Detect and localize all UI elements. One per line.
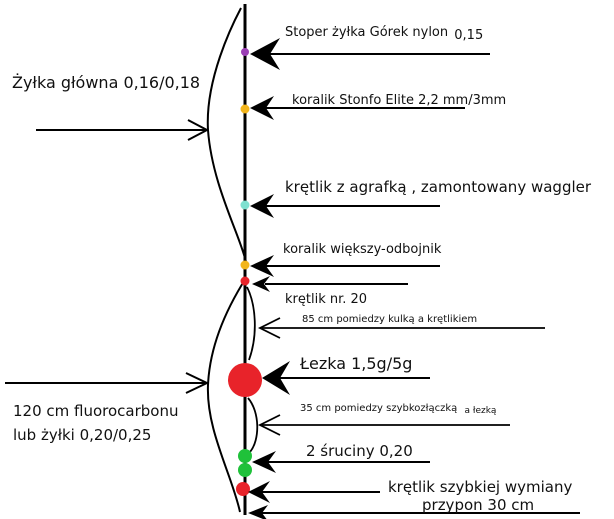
label-distance-35: 35 cm pomiedzy szybkozłączką a łezką	[300, 403, 497, 416]
arrow-weight	[262, 361, 430, 395]
label-distance-35-suffix: a łezką	[464, 406, 497, 416]
label-stoper-text: Stoper żyłka Górek nylon	[285, 25, 449, 40]
split-shot-1	[238, 449, 252, 463]
arrow-stoper	[250, 38, 490, 70]
label-distance-35-text: 35 cm pomiedzy szybkozłączką	[300, 403, 458, 414]
split-shot-2	[238, 463, 252, 477]
distance-35-arc	[247, 397, 259, 453]
quick-change-swivel	[236, 482, 250, 496]
arrow-odbojnik	[250, 255, 440, 277]
label-fluoro-2: lub żyłki 0,20/0,25	[13, 426, 152, 444]
label-main-line: Żyłka główna 0,16/0,18	[12, 73, 201, 92]
arrow-przypon	[248, 505, 580, 519]
label-swivel-20: krętlik nr. 20	[285, 292, 368, 307]
arrow-main-line-head	[187, 119, 210, 141]
arrow-split-shot	[252, 451, 430, 473]
label-weight: Łezka 1,5g/5g	[300, 354, 413, 373]
arrow-swivel-20	[252, 276, 408, 292]
distance-85-arc	[246, 286, 256, 361]
label-stonfo: koralik Stonfo Elite 2,2 mm/3mm	[292, 93, 507, 108]
label-quick-change: krętlik szybkiej wymiany	[388, 478, 573, 496]
label-distance-85: 85 cm pomiedzy kulką a krętlikiem	[302, 314, 478, 325]
label-stoper-size: 0,15	[454, 28, 484, 43]
arrow-quick-change	[248, 481, 380, 503]
arrow-fluoro-head	[185, 372, 210, 394]
label-split-shot: 2 śruciny 0,20	[306, 442, 413, 460]
arrow-stonfo	[250, 96, 465, 120]
label-przypon: przypon 30 cm	[422, 496, 535, 514]
odbojnik-bead	[240, 260, 250, 270]
label-odbojnik: koralik większy-odbojnik	[283, 242, 442, 257]
label-stoper: Stoper żyłka Górek nylon 0,15	[285, 25, 483, 42]
arrow-distance-35	[257, 414, 510, 436]
swivel-20-bead	[240, 276, 250, 286]
stonfo-bead	[240, 104, 250, 114]
fluoro-loop	[206, 277, 247, 513]
snap-swivel-bead	[240, 200, 250, 210]
weight-sinker	[228, 363, 262, 397]
main-line-loop	[206, 7, 247, 263]
label-fluoro-1: 120 cm fluorocarbonu	[13, 402, 179, 420]
label-snap-swivel: krętlik z agrafką , zamontowany waggler	[285, 178, 592, 196]
stoper-bead	[241, 48, 249, 56]
arrow-distance-85	[257, 317, 545, 339]
arrow-snap-swivel	[250, 194, 440, 218]
